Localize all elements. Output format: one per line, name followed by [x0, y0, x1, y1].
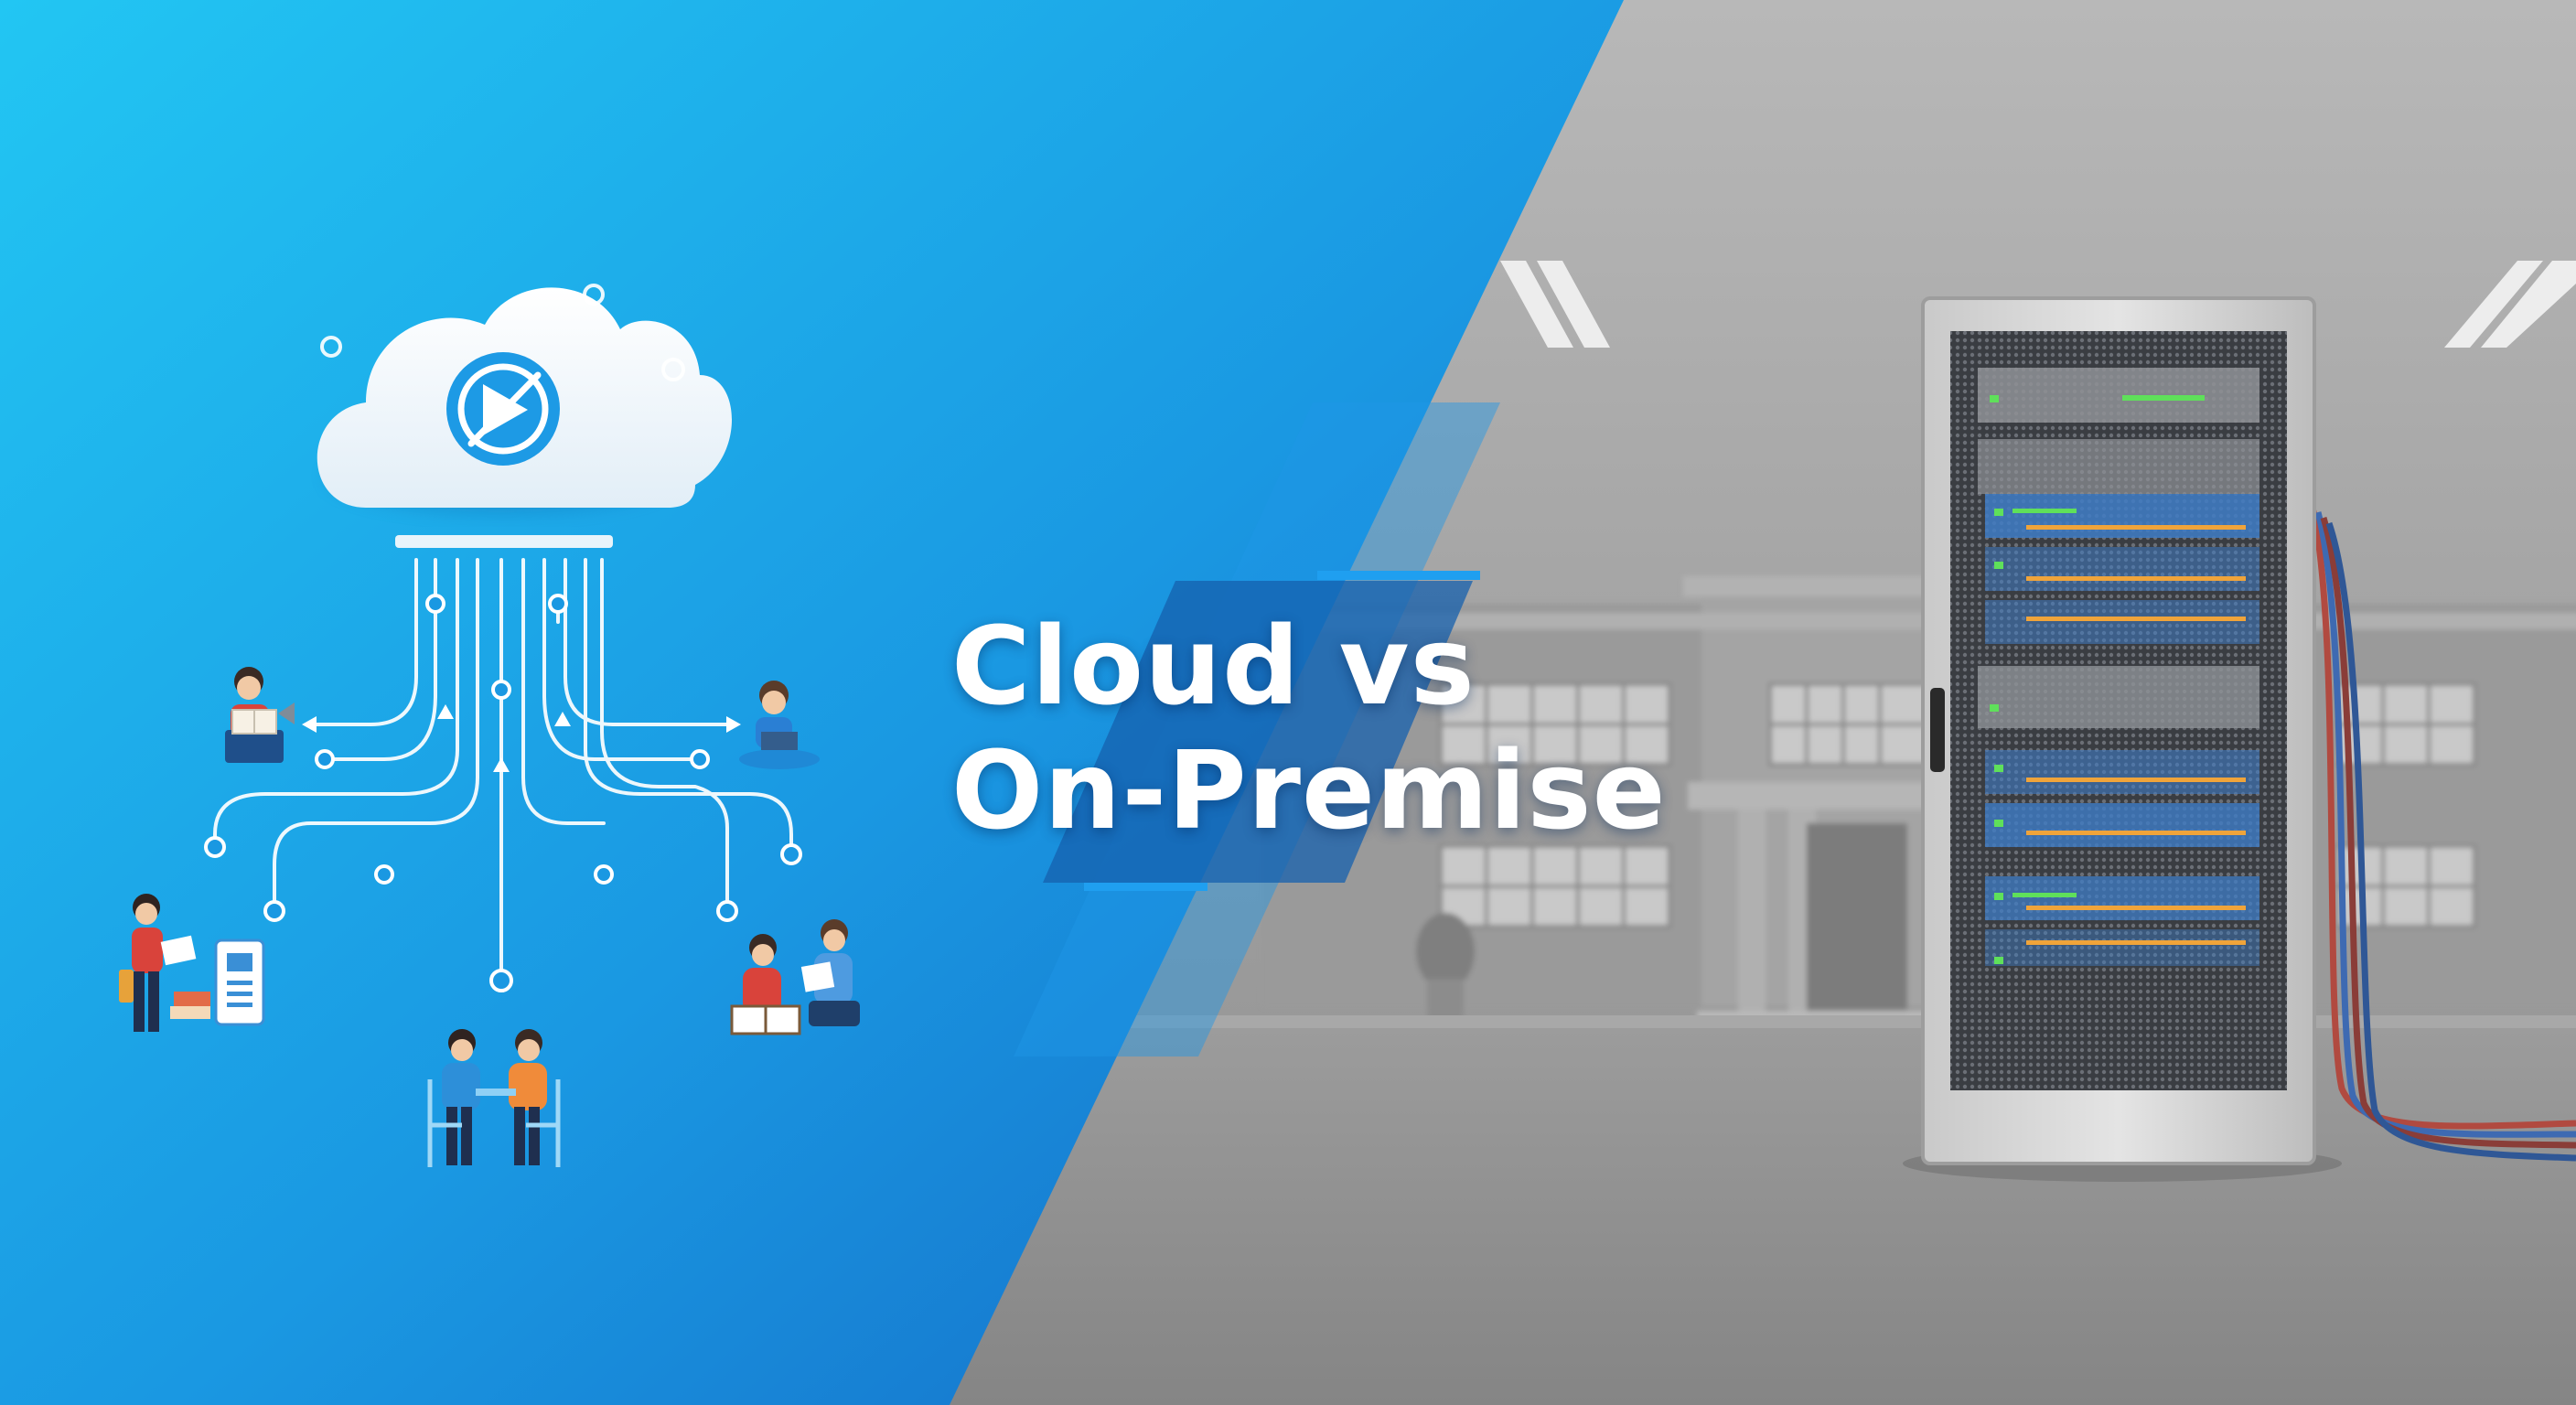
title-line-2: On-Premise: [951, 727, 1667, 853]
cloud-icon: [317, 287, 732, 548]
network-lines: [213, 558, 793, 973]
person-presenting-icon: [119, 894, 265, 1032]
network-arrows: [302, 704, 741, 772]
decorative-dots: [320, 284, 685, 381]
title-accent-shapes: [1014, 402, 1500, 1056]
person-reading-icon: [225, 667, 295, 763]
people-meeting-icon: [427, 1029, 561, 1167]
page-title: Cloud vs On-Premise: [951, 604, 1667, 853]
server-rack-icon: [1903, 296, 2576, 1182]
network-nodes: [204, 594, 802, 992]
person-laptop-icon: [739, 681, 820, 769]
people-studying-icon: [730, 919, 860, 1035]
play-shield-icon: [446, 352, 560, 466]
title-line-1: Cloud vs: [951, 603, 1476, 729]
